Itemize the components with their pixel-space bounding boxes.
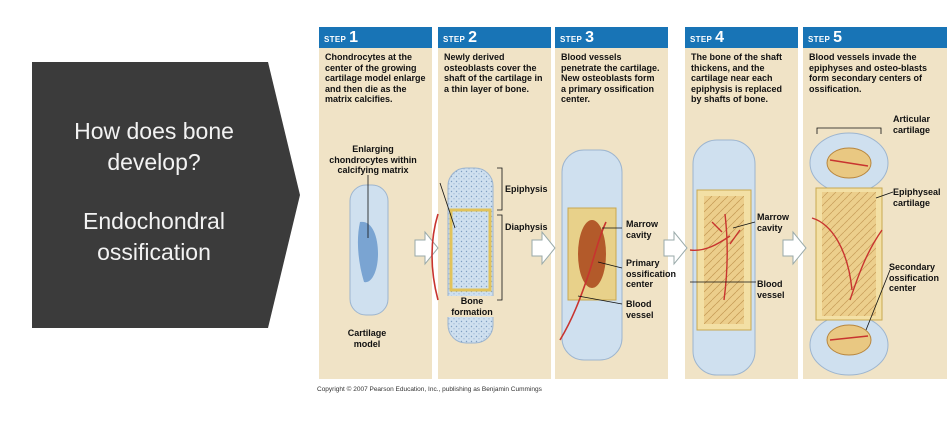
secondary-center-bottom — [826, 324, 872, 356]
step-1-description: Chondrocytes at the center of the growin… — [325, 52, 426, 104]
label-bone-formation: Bone formation — [447, 296, 497, 317]
step-5-description: Blood vessels invade the epiphyses and o… — [809, 52, 928, 94]
blood-vessels-step-5 — [811, 159, 883, 341]
label-secondary-ossification-center: Secondary ossification center — [889, 262, 940, 293]
label-marrow-cavity-step-3: Marrow cavity — [626, 219, 659, 240]
slide-subtitle: Endochondral ossification — [83, 208, 225, 265]
label-primary-ossification-center: Primary ossification center — [626, 258, 677, 289]
step-2-number: 2 — [468, 29, 478, 46]
step-1-header: STEP 1 — [319, 27, 432, 48]
step-arrow-3 — [663, 230, 688, 266]
step-3-number: 3 — [585, 29, 595, 46]
step-3-description: Blood vessels penetrate the cartilage. N… — [561, 52, 660, 104]
bone-step-3 — [559, 149, 623, 361]
title-text: How does bone develop? Endochondral ossi… — [36, 116, 272, 268]
label-blood-vessel-step-3: Blood vessel — [626, 299, 654, 320]
epiphysis-bracket — [497, 167, 503, 211]
label-epiphyseal-cartilage: Epiphyseal cartilage — [893, 187, 941, 208]
label-articular-cartilage: Articular cartilage — [893, 114, 931, 135]
bone-step-4 — [689, 139, 756, 376]
bone-step-5 — [809, 132, 889, 376]
step-arrow-1 — [414, 230, 439, 266]
step-5-header: STEP 5 — [803, 27, 947, 48]
step-arrow-2 — [531, 230, 556, 266]
step-3-header: STEP 3 — [555, 27, 668, 48]
label-marrow-cavity-step-4: Marrow cavity — [757, 212, 790, 233]
label-cartilage-model: Cartilage model — [347, 328, 387, 349]
blood-vessel-step-4 — [689, 213, 741, 301]
articular-bracket — [816, 127, 882, 134]
step-5-number: 5 — [833, 29, 843, 46]
label-enlarging-chondrocytes: Enlarging chondrocytes within calcifying… — [329, 144, 417, 175]
step-4-number: 4 — [715, 29, 725, 46]
step-4-description: The bone of the shaft thickens, and the … — [691, 52, 783, 104]
marrow-cavity-step-3 — [578, 220, 606, 288]
step-1-panel: STEP 1 Chondrocytes at the center of the… — [319, 27, 432, 379]
step-2-description: Newly derived osteoblasts cover the shaf… — [444, 52, 543, 94]
label-epiphysis: Epiphysis — [505, 184, 548, 194]
bone-collar — [449, 208, 492, 292]
step-4-header: STEP 4 — [685, 27, 798, 48]
blood-vessel-step-2 — [431, 213, 439, 301]
enlarging-pointer-2 — [439, 182, 456, 229]
step-2-header: STEP 2 — [438, 27, 551, 48]
calcifying-matrix — [357, 221, 378, 283]
step-1-number: 1 — [349, 29, 359, 46]
label-blood-vessel-step-4: Blood vessel — [757, 279, 785, 300]
blood-vessel-step-3 — [559, 221, 607, 341]
step-arrow-4 — [782, 230, 807, 266]
title-arrow-panel — [0, 62, 300, 328]
copyright-notice: Copyright © 2007 Pearson Education, Inc.… — [317, 386, 542, 393]
label-diaphysis: Diaphysis — [505, 222, 548, 232]
diaphysis-bracket — [497, 214, 503, 301]
arrow-shape — [32, 62, 300, 328]
slide-title: How does bone develop? — [74, 118, 234, 175]
cartilage-model-step-1 — [349, 184, 389, 316]
